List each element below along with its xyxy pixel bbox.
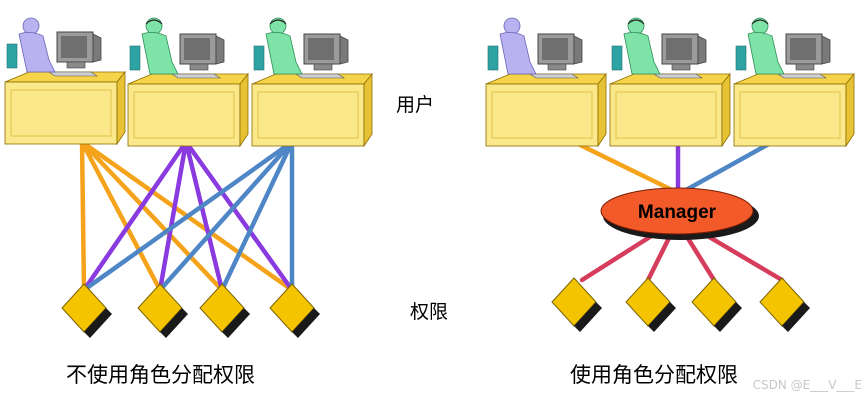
users-label: 用户 xyxy=(396,94,434,116)
left-caption: 不使用角色分配权限 xyxy=(66,363,255,387)
left-user-1 xyxy=(4,17,126,145)
permission-diamond xyxy=(759,277,811,333)
person-icon xyxy=(141,17,179,75)
left-permissions xyxy=(61,283,321,339)
link-user1-manager xyxy=(567,137,675,193)
right-user-links xyxy=(567,137,779,193)
permission-diamond xyxy=(269,283,321,339)
link-u3-p3 xyxy=(219,139,295,293)
left-panel: 不使用角色分配权限 xyxy=(4,17,373,387)
permission-diamond xyxy=(61,283,113,339)
link-u3-p1 xyxy=(81,139,295,293)
link-u1-p2 xyxy=(79,139,163,293)
watermark: CSDN @E___V___E xyxy=(753,378,862,392)
left-connections xyxy=(79,139,295,293)
right-caption: 使用角色分配权限 xyxy=(570,363,738,387)
right-user-2 xyxy=(609,17,731,147)
person-icon xyxy=(623,17,661,75)
link-u2-p4 xyxy=(183,139,295,293)
person-icon xyxy=(499,17,537,75)
permission-diamond xyxy=(137,283,189,339)
person-icon xyxy=(18,17,56,73)
left-user-2 xyxy=(127,17,249,147)
person-icon xyxy=(265,17,303,75)
person-icon xyxy=(747,17,785,75)
left-user-3 xyxy=(251,17,373,147)
right-user-1 xyxy=(485,17,607,147)
link-u1-p3 xyxy=(79,139,225,293)
manager-role: Manager xyxy=(600,187,759,240)
link-u2-p3 xyxy=(183,139,225,293)
permission-diamond xyxy=(199,283,251,339)
manager-label: Manager xyxy=(638,202,717,223)
right-panel: Manager 使用角色分配权限 xyxy=(485,17,855,387)
link-u1-p1 xyxy=(79,139,87,293)
link-manager-p3 xyxy=(681,229,717,283)
right-permissions xyxy=(551,277,811,333)
permission-diamond xyxy=(551,277,603,333)
link-u2-p1 xyxy=(81,139,189,293)
permission-diamond xyxy=(691,277,743,333)
link-u2-p2 xyxy=(157,139,189,293)
link-user3-manager xyxy=(683,137,779,193)
right-user-3 xyxy=(733,17,855,147)
link-manager-p2 xyxy=(645,229,675,283)
link-u3-p2 xyxy=(157,139,295,293)
permission-diamond xyxy=(625,277,677,333)
permissions-label: 权限 xyxy=(410,301,448,323)
